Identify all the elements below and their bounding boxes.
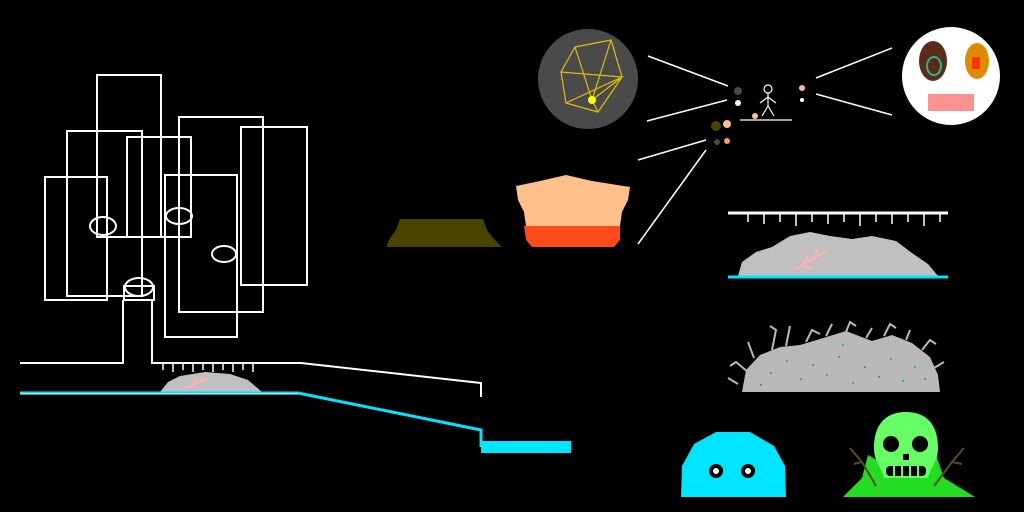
skull-slime — [843, 412, 975, 497]
nebula-orb — [538, 29, 638, 129]
rubble-under-spikes — [728, 211, 948, 279]
light-rays — [637, 47, 893, 245]
stick-figure-scene — [711, 84, 805, 145]
cyan-slime — [681, 432, 786, 497]
thorny-rubble — [727, 320, 945, 392]
stick-figure — [740, 84, 792, 121]
olive-mound — [386, 219, 502, 247]
tree-structure — [20, 74, 482, 397]
ground-ledge — [20, 363, 571, 453]
face-orb — [902, 27, 1000, 125]
peach-pot — [516, 175, 630, 247]
